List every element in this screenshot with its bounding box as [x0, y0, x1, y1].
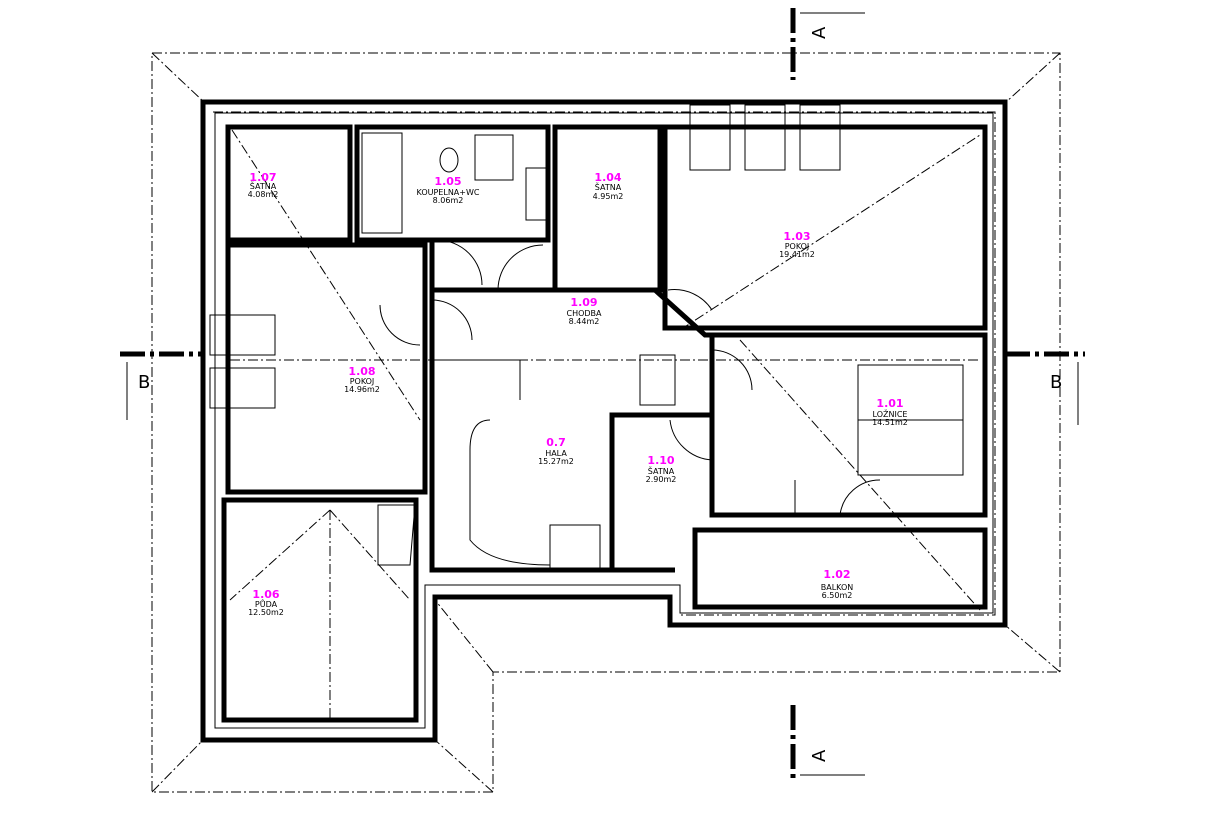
door-swings [379, 239, 881, 516]
svg-text:14.96m2: 14.96m2 [344, 385, 380, 394]
toilet [439, 147, 459, 173]
svg-text:KOUPELNA+WC: KOUPELNA+WC [417, 188, 480, 197]
svg-text:1.07: 1.07 [249, 171, 276, 184]
svg-text:1.06: 1.06 [252, 588, 279, 601]
bathtub [361, 132, 403, 234]
roof-window [799, 104, 841, 171]
svg-text:1.08: 1.08 [348, 365, 375, 378]
svg-text:4.95m2: 4.95m2 [593, 192, 624, 201]
svg-text:19.41m2: 19.41m2 [779, 250, 815, 259]
roof-window [744, 104, 786, 171]
roof-window [209, 367, 276, 409]
section-a-bottom-label: A [809, 749, 830, 762]
section-markers: A A B B [120, 8, 1085, 780]
svg-text:1.10: 1.10 [647, 454, 674, 467]
sink [525, 167, 547, 221]
chimney [377, 504, 416, 566]
fixtures [209, 104, 964, 571]
exterior-walls [200, 99, 1008, 743]
svg-text:15.27m2: 15.27m2 [538, 457, 574, 466]
svg-text:4.08m2: 4.08m2 [248, 190, 279, 199]
svg-text:BALKON: BALKON [821, 583, 854, 592]
svg-text:0.7: 0.7 [546, 436, 566, 449]
roof-window [209, 314, 276, 356]
roof-window [549, 524, 601, 571]
svg-text:ŠATNA: ŠATNA [648, 465, 675, 476]
svg-text:ŠATNA: ŠATNA [595, 181, 622, 192]
svg-text:CHODBA: CHODBA [566, 309, 602, 318]
svg-text:1.02: 1.02 [823, 568, 850, 581]
section-b-left-label: B [138, 372, 150, 393]
roof-outline [151, 52, 1061, 793]
svg-text:1.09: 1.09 [570, 296, 597, 309]
svg-text:1.04: 1.04 [594, 171, 621, 184]
svg-text:PŮDA: PŮDA [255, 598, 278, 609]
svg-text:8.06m2: 8.06m2 [433, 196, 464, 205]
shower [474, 134, 514, 181]
svg-text:1.03: 1.03 [783, 230, 810, 243]
svg-text:12.50m2: 12.50m2 [248, 608, 284, 617]
section-a-top-label: A [809, 26, 830, 39]
svg-text:8.44m2: 8.44m2 [569, 317, 600, 326]
svg-text:LOŽNICE: LOŽNICE [873, 408, 908, 419]
svg-text:POKOJ: POKOJ [350, 377, 375, 386]
section-b-right-label: B [1050, 372, 1062, 393]
interior-walls [221, 124, 988, 723]
svg-text:POKOJ: POKOJ [785, 242, 810, 251]
svg-text:1.01: 1.01 [876, 397, 903, 410]
svg-text:ŠATNA: ŠATNA [250, 180, 277, 191]
staircase [432, 359, 551, 566]
svg-text:1.05: 1.05 [434, 175, 461, 188]
svg-text:HALA: HALA [545, 449, 567, 458]
roof-window [639, 354, 676, 406]
roof-window [689, 104, 731, 171]
svg-text:14.51m2: 14.51m2 [872, 418, 908, 427]
svg-text:6.50m2: 6.50m2 [822, 591, 853, 600]
svg-text:2.90m2: 2.90m2 [646, 475, 677, 484]
